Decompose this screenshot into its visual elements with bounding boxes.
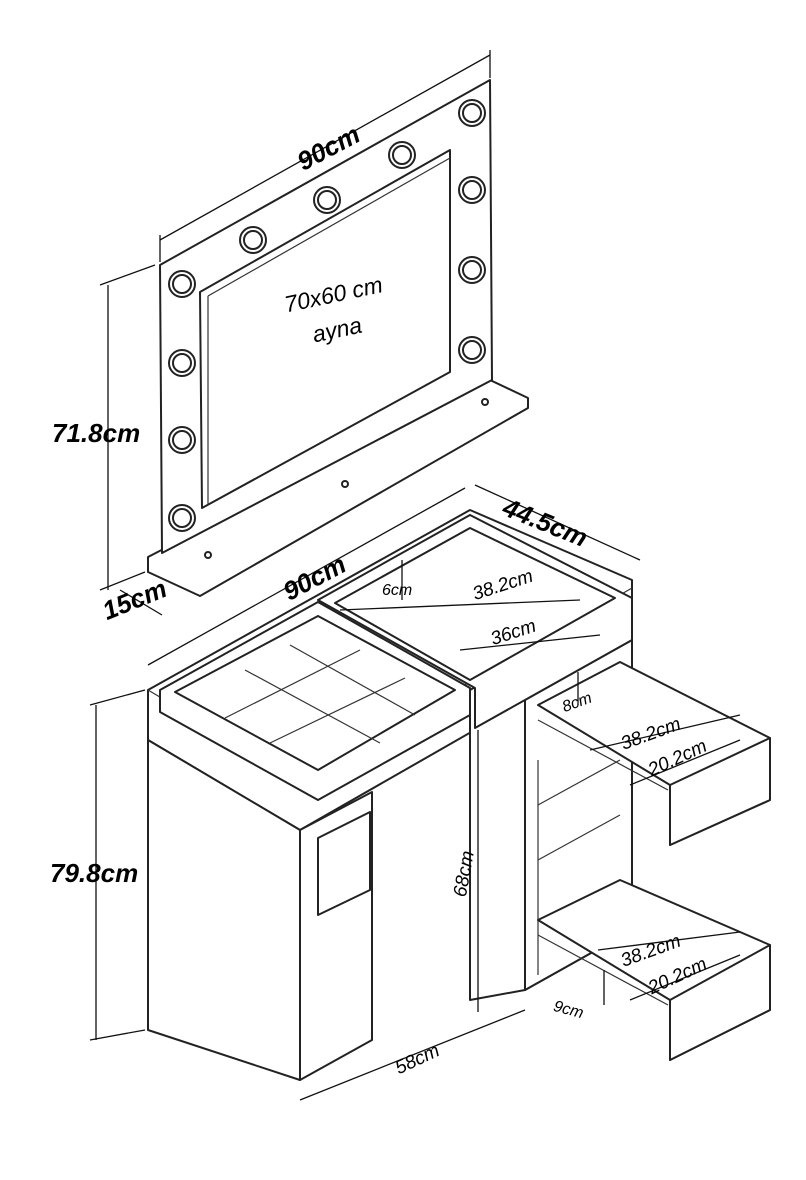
shelf-holes	[204, 398, 489, 559]
mirror-height-label: 71.8cm	[52, 418, 141, 448]
bulb-icon	[462, 180, 482, 200]
desk-body	[147, 509, 771, 1081]
top-compartment-height-label: 6cm	[382, 582, 413, 599]
desk-height-label: 79.8cm	[50, 858, 139, 888]
bulb-icon	[172, 430, 192, 450]
bulb-icon	[462, 340, 482, 360]
bulb-icon	[462, 103, 482, 123]
mirror-frame	[147, 79, 529, 597]
bulb-icon	[317, 190, 337, 210]
bulb-icon	[172, 353, 192, 373]
bulb-icon	[172, 508, 192, 528]
bulb-icon	[172, 274, 192, 294]
bulb-icon	[392, 145, 412, 165]
mirror-dimension-lines	[99, 50, 491, 616]
desk-dimension-lines	[89, 484, 741, 1101]
mirror-bulbs	[168, 99, 486, 532]
bulb-icon	[243, 230, 263, 250]
bulb-icon	[462, 260, 482, 280]
